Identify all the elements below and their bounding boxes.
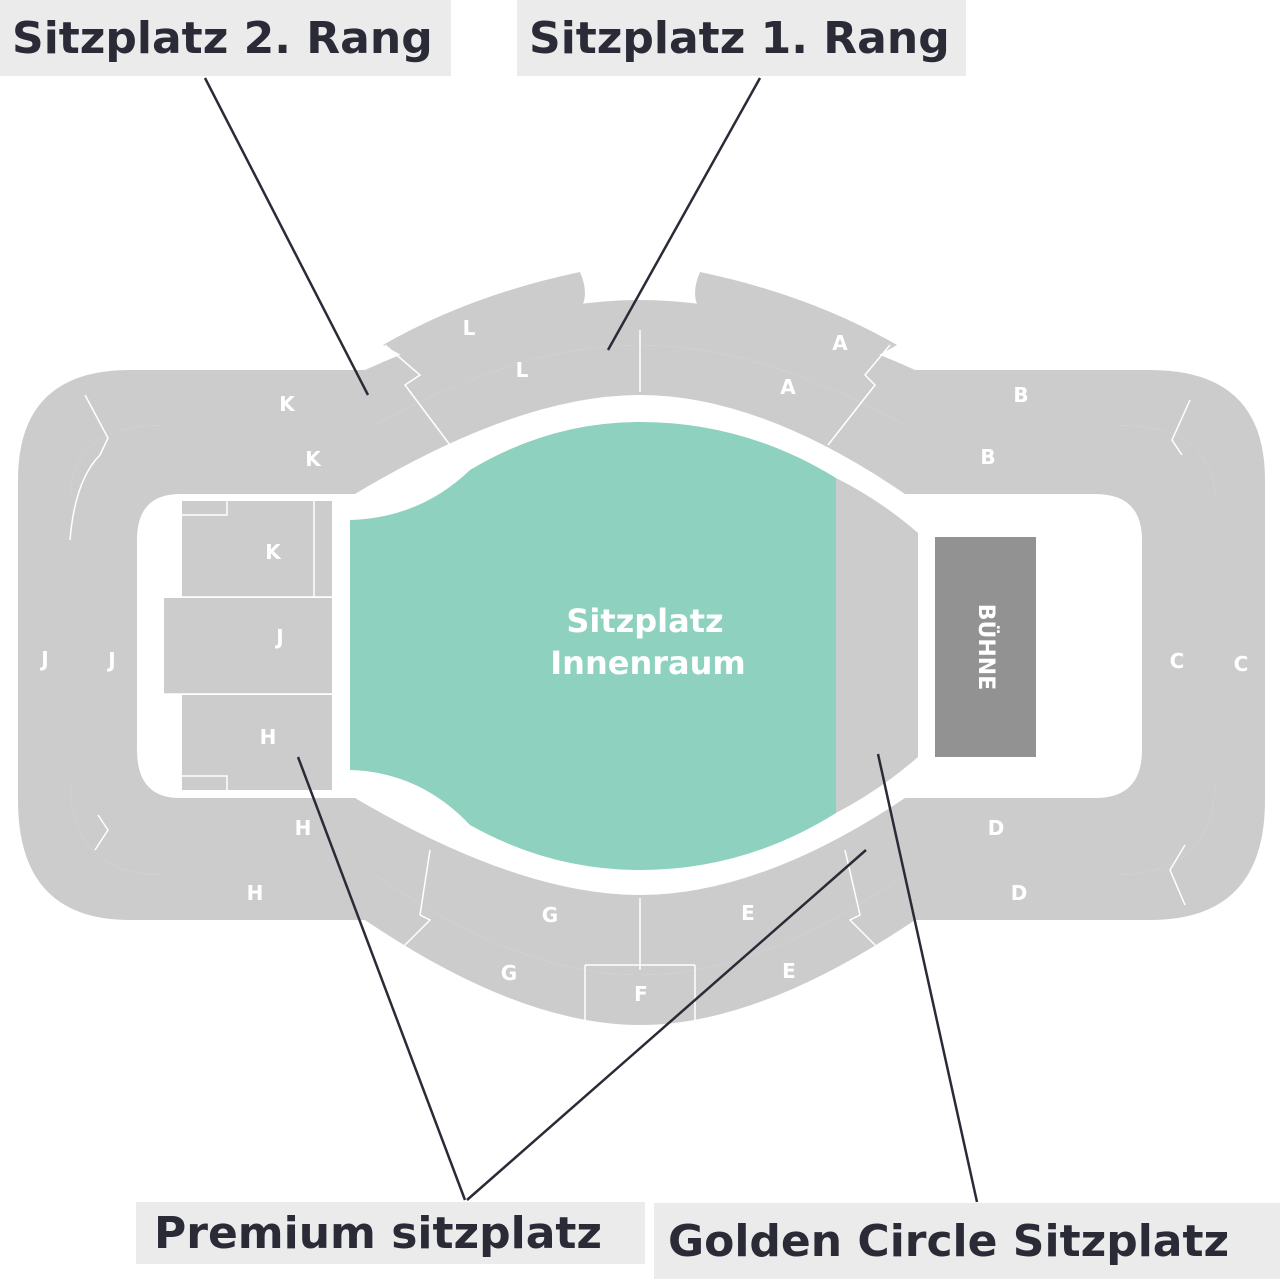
callout-sitzplatz-1-rang: Sitzplatz 1. Rang	[517, 0, 966, 76]
leader-premium-a	[296, 756, 467, 1201]
label-lower-d: D	[988, 816, 1005, 840]
label-lower-k: K	[305, 447, 322, 471]
leader-lines	[203, 77, 979, 1203]
section-labels: L L A A B B K K J J C C H H D D G E G E …	[39, 316, 1248, 1006]
upper-tier-ring[interactable]	[18, 300, 1265, 1025]
label-lower-c: C	[1170, 649, 1185, 673]
label-upper-b: B	[1013, 383, 1028, 407]
label-upper-j: J	[39, 647, 48, 671]
label-premium-j: J	[274, 625, 283, 649]
leader-rang2	[203, 77, 370, 396]
stage-buehne	[935, 537, 1036, 757]
premium-block-j[interactable]	[164, 598, 332, 694]
label-upper-e: E	[782, 959, 796, 983]
leader-premium-b	[466, 849, 867, 1201]
label-lower-h: H	[295, 816, 312, 840]
label-lower-a: A	[780, 375, 796, 399]
label-lower-g: G	[542, 903, 558, 927]
leader-golden	[876, 753, 979, 1203]
label-lower-b: B	[980, 445, 995, 469]
golden-circle-area[interactable]	[836, 478, 918, 813]
label-upper-g: G	[501, 961, 517, 985]
label-upper-l: L	[463, 316, 476, 340]
label-lower-j: J	[106, 648, 115, 672]
leader-rang1	[606, 77, 762, 351]
label-upper-f: F	[634, 982, 648, 1006]
label-upper-a: A	[832, 331, 848, 355]
premium-blocks	[164, 501, 332, 790]
floor-label-line1: Sitzplatz	[566, 602, 723, 640]
floor-label-line2: Innenraum	[550, 644, 745, 682]
premium-block-h[interactable]	[182, 695, 332, 790]
section-upper-a[interactable]	[695, 272, 897, 360]
label-lower-l: L	[516, 358, 529, 382]
lower-tier-ring[interactable]	[70, 345, 1215, 975]
label-upper-c: C	[1234, 652, 1249, 676]
callout-premium-sitzplatz: Premium sitzplatz	[136, 1202, 645, 1264]
label-premium-k: K	[265, 540, 282, 564]
premium-block-k[interactable]	[182, 501, 332, 597]
label-upper-h: H	[247, 881, 264, 905]
callout-golden-circle-sitzplatz: Golden Circle Sitzplatz	[654, 1203, 1280, 1279]
label-upper-k: K	[279, 392, 296, 416]
section-upper-l[interactable]	[383, 272, 585, 360]
stage-label: BÜHNE	[973, 604, 999, 691]
section-dividers	[69, 330, 1191, 1022]
label-lower-e: E	[741, 901, 755, 925]
label-upper-d: D	[1011, 881, 1028, 905]
floor-innenraum[interactable]	[350, 422, 836, 870]
label-premium-h: H	[260, 725, 277, 749]
callout-sitzplatz-2-rang: Sitzplatz 2. Rang	[0, 0, 451, 76]
